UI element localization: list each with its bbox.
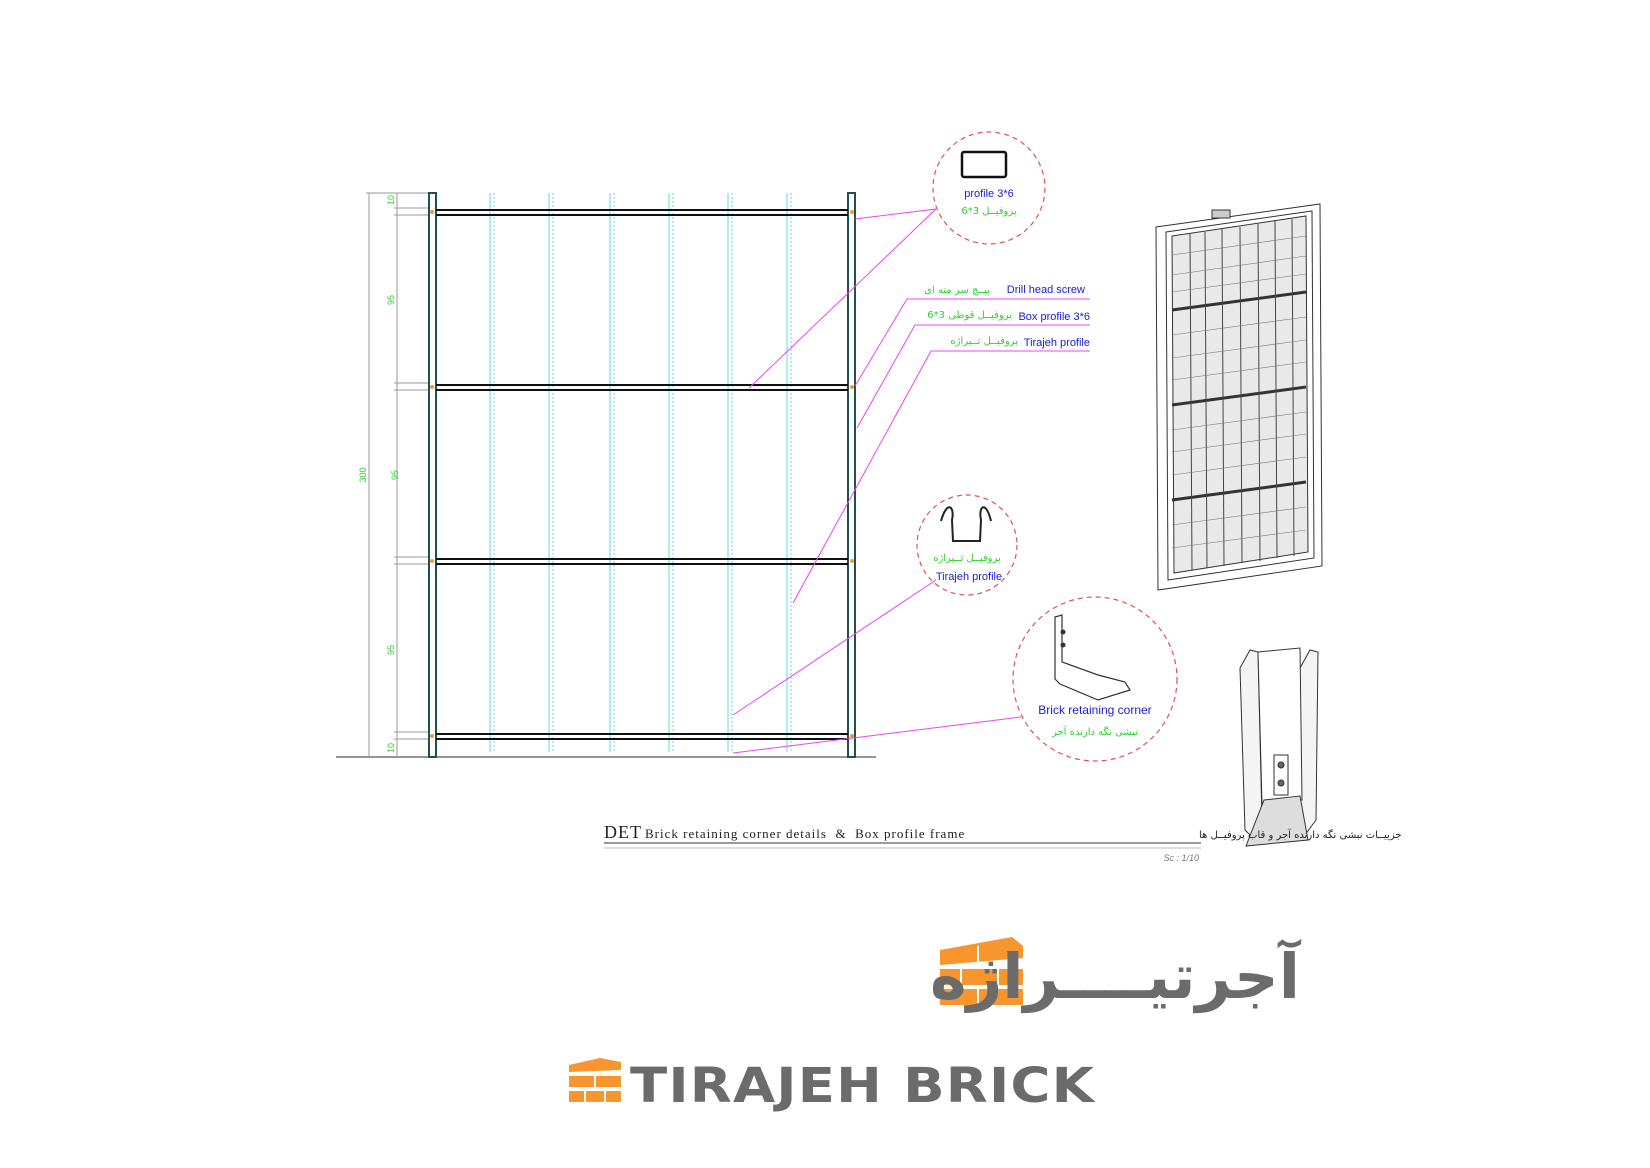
right-post bbox=[847, 192, 856, 758]
brand-logo: آجرتیــــراژه TIRAJEH BRICK bbox=[569, 937, 1302, 1114]
scale-label: Sc : 1/10 bbox=[1163, 853, 1199, 863]
brick-logo-icon bbox=[940, 937, 1023, 1005]
brick-corner-callout: Brick retaining corner نبشی نگه دارنده آ… bbox=[1012, 596, 1178, 762]
tirajeh-profile-label: Tirajeh profile bbox=[1024, 337, 1090, 349]
svg-text:Tirajeh profile: Tirajeh profile bbox=[936, 571, 1002, 583]
logo-name-en: TIRAJEH BRICK bbox=[630, 1058, 1096, 1114]
leader-lines bbox=[732, 208, 1090, 754]
detail-title-fa: جزییــات نبشی نگه دارنده آجر و قاب پروفی… bbox=[1199, 828, 1402, 841]
title-block: DET Brick retaining corner details & Box… bbox=[604, 822, 1402, 863]
tirajeh-profiles bbox=[489, 193, 792, 752]
dimension-segment: 10 bbox=[386, 195, 396, 205]
bracket-3d-view bbox=[1239, 647, 1319, 847]
dimension-segment: 95 bbox=[390, 470, 400, 480]
tirajeh-profile-section-icon bbox=[940, 506, 992, 542]
logo-name-fa: آجرتیــــراژه bbox=[930, 938, 1302, 1013]
svg-text:profile 3*6: profile 3*6 bbox=[964, 188, 1014, 200]
left-post bbox=[428, 192, 437, 758]
svg-text:پروفیــل تــیراژه: پروفیــل تــیراژه bbox=[933, 553, 1001, 564]
tirajeh-profile-label-fa: پروفیــل تــیراژه bbox=[950, 336, 1018, 347]
box-profile-label: Box profile 3*6 bbox=[1018, 311, 1090, 323]
box-profile-section-icon bbox=[960, 150, 1008, 179]
dimension-segment: 95 bbox=[386, 645, 396, 655]
svg-text:پروفیــل 3*6: پروفیــل 3*6 bbox=[961, 206, 1017, 217]
svg-text:Brick retaining corner: Brick retaining corner bbox=[1038, 703, 1151, 717]
screw-markers bbox=[430, 210, 854, 738]
profile-callout: profile 3*6 پروفیــل 3*6 bbox=[932, 131, 1046, 245]
dimension-segment: 10 bbox=[386, 743, 396, 753]
box-profile-label-fa: پروفیــل قوطی 3*6 bbox=[927, 310, 1012, 321]
dimension-lines bbox=[366, 192, 430, 757]
brick-logo-icon bbox=[569, 1058, 621, 1102]
drill-screw-label: Drill head screw bbox=[1007, 284, 1085, 296]
dimension-total: 300 bbox=[358, 467, 368, 482]
detail-code: DET bbox=[604, 822, 642, 842]
brick-corner-bracket-icon bbox=[1054, 614, 1131, 701]
dimension-segment: 95 bbox=[386, 295, 396, 305]
box-profile-rails bbox=[436, 209, 848, 740]
detail-title: Brick retaining corner details & Box pro… bbox=[645, 826, 965, 841]
tirajeh-profile-callout: پروفیــل تــیراژه Tirajeh profile bbox=[916, 494, 1018, 596]
panel-3d-view bbox=[1155, 203, 1323, 591]
drill-screw-label-fa: پیــچ سر مته ای bbox=[924, 285, 990, 296]
svg-text:نبشی نگه دارنده آجر: نبشی نگه دارنده آجر bbox=[1051, 725, 1138, 738]
